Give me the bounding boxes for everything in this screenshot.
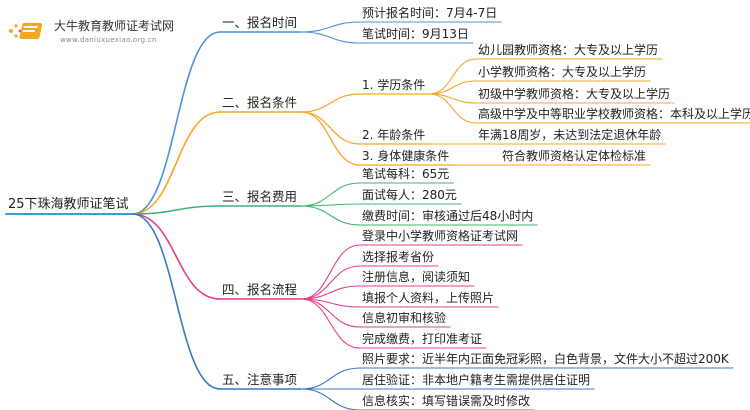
- leaf-3-3: 缴费时间：审核通过后48小时内: [362, 209, 534, 223]
- leaf-4-6: 完成缴费，打印准考证: [362, 332, 483, 346]
- leaf-3-2: 面试每人：280元: [362, 188, 457, 202]
- link-branch-1-leaf-1: [300, 21, 361, 33]
- leaf-2-1-4: 高级中学及中等职业学校教师资格：本科及以上学历: [478, 107, 750, 121]
- branch-4-label: 四、报名流程: [222, 282, 298, 297]
- link-branch-1-leaf-2: [300, 31, 361, 44]
- link-branch-4-leaf-5: [300, 298, 361, 328]
- link-root-branch-2: [131, 111, 221, 215]
- leaf-4-5: 信息初审和核验: [362, 311, 447, 325]
- link-branch-4-leaf-3: [300, 285, 361, 300]
- leaf-5-1: 照片要求：近半年内正面免冠彩照，白色背景，文件大小不超过200K: [362, 352, 729, 366]
- link-branch-2-sub-3: [300, 111, 361, 166]
- leaf-2-2-1: 年满18周岁，未达到法定退休年龄: [478, 128, 662, 142]
- link-branch-2-sub-1: [300, 93, 361, 113]
- root-node: 25下珠海教师证笔试: [8, 197, 129, 212]
- branch-3-label: 三、报名费用: [222, 189, 298, 204]
- link-branch-4-leaf-6: [300, 298, 361, 349]
- link-branch-5-leaf-3: [300, 388, 361, 410]
- link-branch-4-leaf-1: [300, 244, 361, 300]
- link-sub-2-1-leaf-4: [428, 93, 477, 124]
- leaf-1-2: 笔试时间：9月13日: [362, 27, 469, 41]
- leaf-4-2: 选择报考省份: [362, 250, 435, 264]
- brand-name: 大牛教育教师证考试网: [54, 19, 175, 33]
- link-branch-3-leaf-1: [300, 182, 361, 207]
- leaf-3-1: 笔试每科：65元: [362, 167, 450, 181]
- leaf-4-4: 填报个人资料，上传照片: [362, 291, 495, 305]
- leaf-2-1-1: 幼儿园教师资格：大专及以上学历: [478, 43, 659, 57]
- branch-5-label: 五、注意事项: [222, 372, 298, 387]
- leaf-2-3-1: 符合教师资格认定体检标准: [502, 149, 647, 163]
- link-root-branch-3: [131, 205, 221, 215]
- sub-2-2: 2. 年龄条件: [362, 128, 426, 142]
- link-branch-5-leaf-1: [300, 367, 361, 390]
- link-sub-2-1-leaf-2: [428, 80, 477, 95]
- link-root-branch-1: [131, 31, 221, 215]
- leaf-1-1: 预计报名时间：7月4-7日: [362, 6, 498, 20]
- link-root-branch-5: [131, 213, 221, 390]
- sub-2-3: 3. 身体健康条件: [362, 149, 450, 163]
- branch-2-label: 二、报名条件: [222, 95, 298, 110]
- sub-2-1: 1. 学历条件: [362, 78, 426, 92]
- link-branch-3-leaf-3: [300, 205, 361, 226]
- leaf-4-1: 登录中小学教师资格证考试网: [362, 229, 519, 243]
- leaf-5-2: 居住验证：非本地户籍考生需提供居住证明: [362, 373, 591, 387]
- leaf-4-3: 注册信息，阅读须知: [362, 270, 471, 284]
- leaf-2-1-3: 初级中学教师资格：大专及以上学历: [478, 87, 671, 101]
- leaf-2-1-2: 小学教师资格：大专及以上学历: [478, 65, 647, 79]
- leaf-5-3: 信息核实：填写错误需及时修改: [362, 394, 531, 408]
- link-root-branch-4: [131, 213, 221, 300]
- book-logo-icon: [9, 23, 43, 39]
- link-sub-2-1-leaf-1: [428, 58, 477, 95]
- branch-1-label: 一、报名时间: [222, 15, 298, 30]
- brand-url: www.daniuxuexiao.org.cn: [60, 36, 157, 44]
